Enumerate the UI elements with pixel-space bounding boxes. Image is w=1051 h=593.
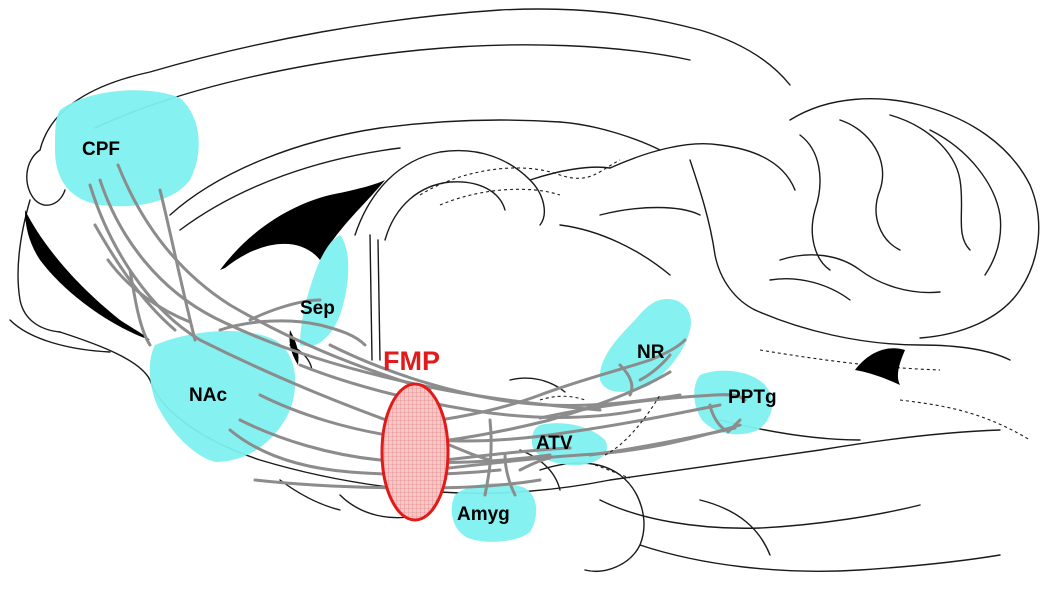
label-nac: NAc xyxy=(189,385,227,406)
label-sep: Sep xyxy=(300,298,335,319)
label-pptg: PPTg xyxy=(728,387,777,408)
label-amyg: Amyg xyxy=(457,504,510,525)
fmp-ellipse xyxy=(382,384,448,520)
label-atv: ATV xyxy=(536,433,573,454)
label-cpf: CPF xyxy=(82,139,120,160)
region-cpf xyxy=(55,90,199,206)
label-fmp: FMP xyxy=(383,346,440,376)
label-nr: NR xyxy=(637,342,665,363)
